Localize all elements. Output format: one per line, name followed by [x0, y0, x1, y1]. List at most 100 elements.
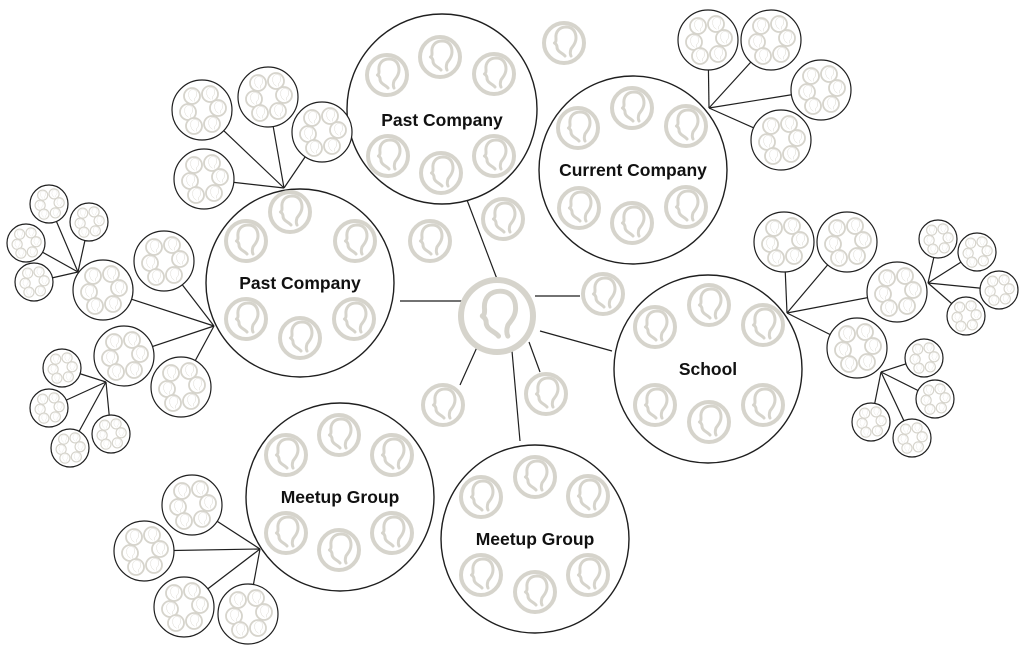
person-head-icon: [175, 512, 193, 530]
center-person: [458, 277, 536, 355]
person-head-icon: [981, 245, 993, 257]
contact-cluster: [750, 109, 812, 171]
current-company-group: [538, 75, 728, 265]
person-head-icon: [912, 441, 924, 453]
person-head-icon: [610, 201, 654, 245]
person-head-icon: [49, 411, 61, 423]
person-head-icon: [185, 156, 203, 174]
person-head-icon: [715, 29, 733, 47]
person-head-icon: [188, 376, 206, 394]
person-head-icon: [542, 21, 586, 65]
contact-cluster: [14, 262, 54, 302]
person-head-icon: [145, 238, 163, 256]
person-head-icon: [954, 301, 966, 313]
person-head-icon: [110, 279, 128, 297]
person-head-icon: [864, 337, 882, 355]
person-head-icon: [14, 228, 26, 240]
person-head-icon: [38, 412, 50, 424]
person-head-icon: [901, 442, 913, 454]
contact-cluster: [866, 261, 928, 323]
contact-cluster: [291, 101, 353, 163]
person-head-icon: [709, 45, 727, 63]
person-head-icon: [191, 596, 209, 614]
contact-cluster: [171, 79, 233, 141]
contact-cluster: [133, 230, 195, 292]
person-head-icon: [472, 52, 516, 96]
person-head-icon: [317, 528, 361, 572]
contact-cluster: [93, 325, 155, 387]
person-head-icon: [131, 345, 149, 363]
person-head-icon: [26, 246, 38, 258]
contact-cluster: [150, 356, 212, 418]
person-head-icon: [633, 383, 677, 427]
person-head-icon: [107, 363, 125, 381]
person-head-icon: [924, 361, 936, 373]
person-head-icon: [264, 511, 308, 555]
person-head-icon: [871, 425, 883, 437]
center-connection-line: [539, 330, 613, 352]
person-head-icon: [999, 293, 1011, 305]
contact-cluster: [816, 211, 878, 273]
person-head-icon: [524, 372, 568, 416]
person-head-icon: [333, 219, 377, 263]
person-head-icon: [912, 343, 924, 355]
person-head-icon: [939, 392, 951, 404]
contact-cluster: [915, 379, 955, 419]
person-head-icon: [965, 237, 977, 249]
person-head-icon: [38, 275, 50, 287]
contact-cluster: [237, 66, 299, 128]
person-head-icon: [211, 168, 229, 186]
contact-cluster: [826, 317, 888, 379]
person-head-icon: [366, 134, 410, 178]
person-head-icon: [557, 186, 601, 230]
contact-cluster: [161, 474, 223, 536]
person-head-icon: [145, 556, 163, 574]
person-head-icon: [162, 364, 180, 382]
person-head-icon: [904, 281, 922, 299]
person-head-icon: [988, 294, 1000, 306]
person-head-icon: [830, 249, 848, 267]
contact-cluster: [6, 223, 46, 263]
person-head-icon: [165, 266, 183, 284]
person-head-icon: [916, 431, 928, 443]
person-head-icon: [205, 184, 223, 202]
person-head-icon: [859, 407, 871, 419]
contact-cluster: [957, 232, 997, 272]
person-head-icon: [165, 584, 183, 602]
person-head-icon: [782, 145, 800, 163]
person-head-icon: [66, 361, 78, 373]
person-head-icon: [840, 355, 858, 373]
person-head-icon: [741, 383, 785, 427]
person-head-icon: [199, 494, 217, 512]
person-head-icon: [875, 415, 887, 427]
contact-cluster: [753, 211, 815, 273]
person-head-icon: [1003, 283, 1015, 295]
contact-cluster: [946, 296, 986, 336]
group-label: Past Company: [381, 110, 503, 130]
person-head-icon: [633, 305, 677, 349]
person-head-icon: [858, 353, 876, 371]
person-head-icon: [22, 267, 34, 279]
group-label: Meetup Group: [476, 529, 595, 549]
person-head-icon: [37, 393, 49, 405]
person-head-icon: [365, 53, 409, 97]
person-head-icon: [182, 392, 200, 410]
person-head-icon: [924, 403, 936, 415]
person-head-icon: [764, 147, 782, 165]
meetup-group-right: [440, 444, 630, 634]
person-head-icon: [58, 433, 70, 445]
person-head-icon: [754, 47, 772, 65]
person-head-icon: [898, 297, 916, 315]
person-head-icon: [164, 394, 182, 412]
person-head-icon: [167, 614, 185, 632]
person-head-icon: [479, 288, 519, 339]
person-head-icon: [848, 247, 866, 265]
person-head-icon: [828, 79, 846, 97]
contact-cluster: [904, 338, 944, 378]
person-head-icon: [513, 570, 557, 614]
person-head-icon: [268, 190, 312, 234]
nodes: [6, 9, 1019, 645]
person-head-icon: [762, 117, 780, 135]
person-head-icon: [105, 333, 123, 351]
